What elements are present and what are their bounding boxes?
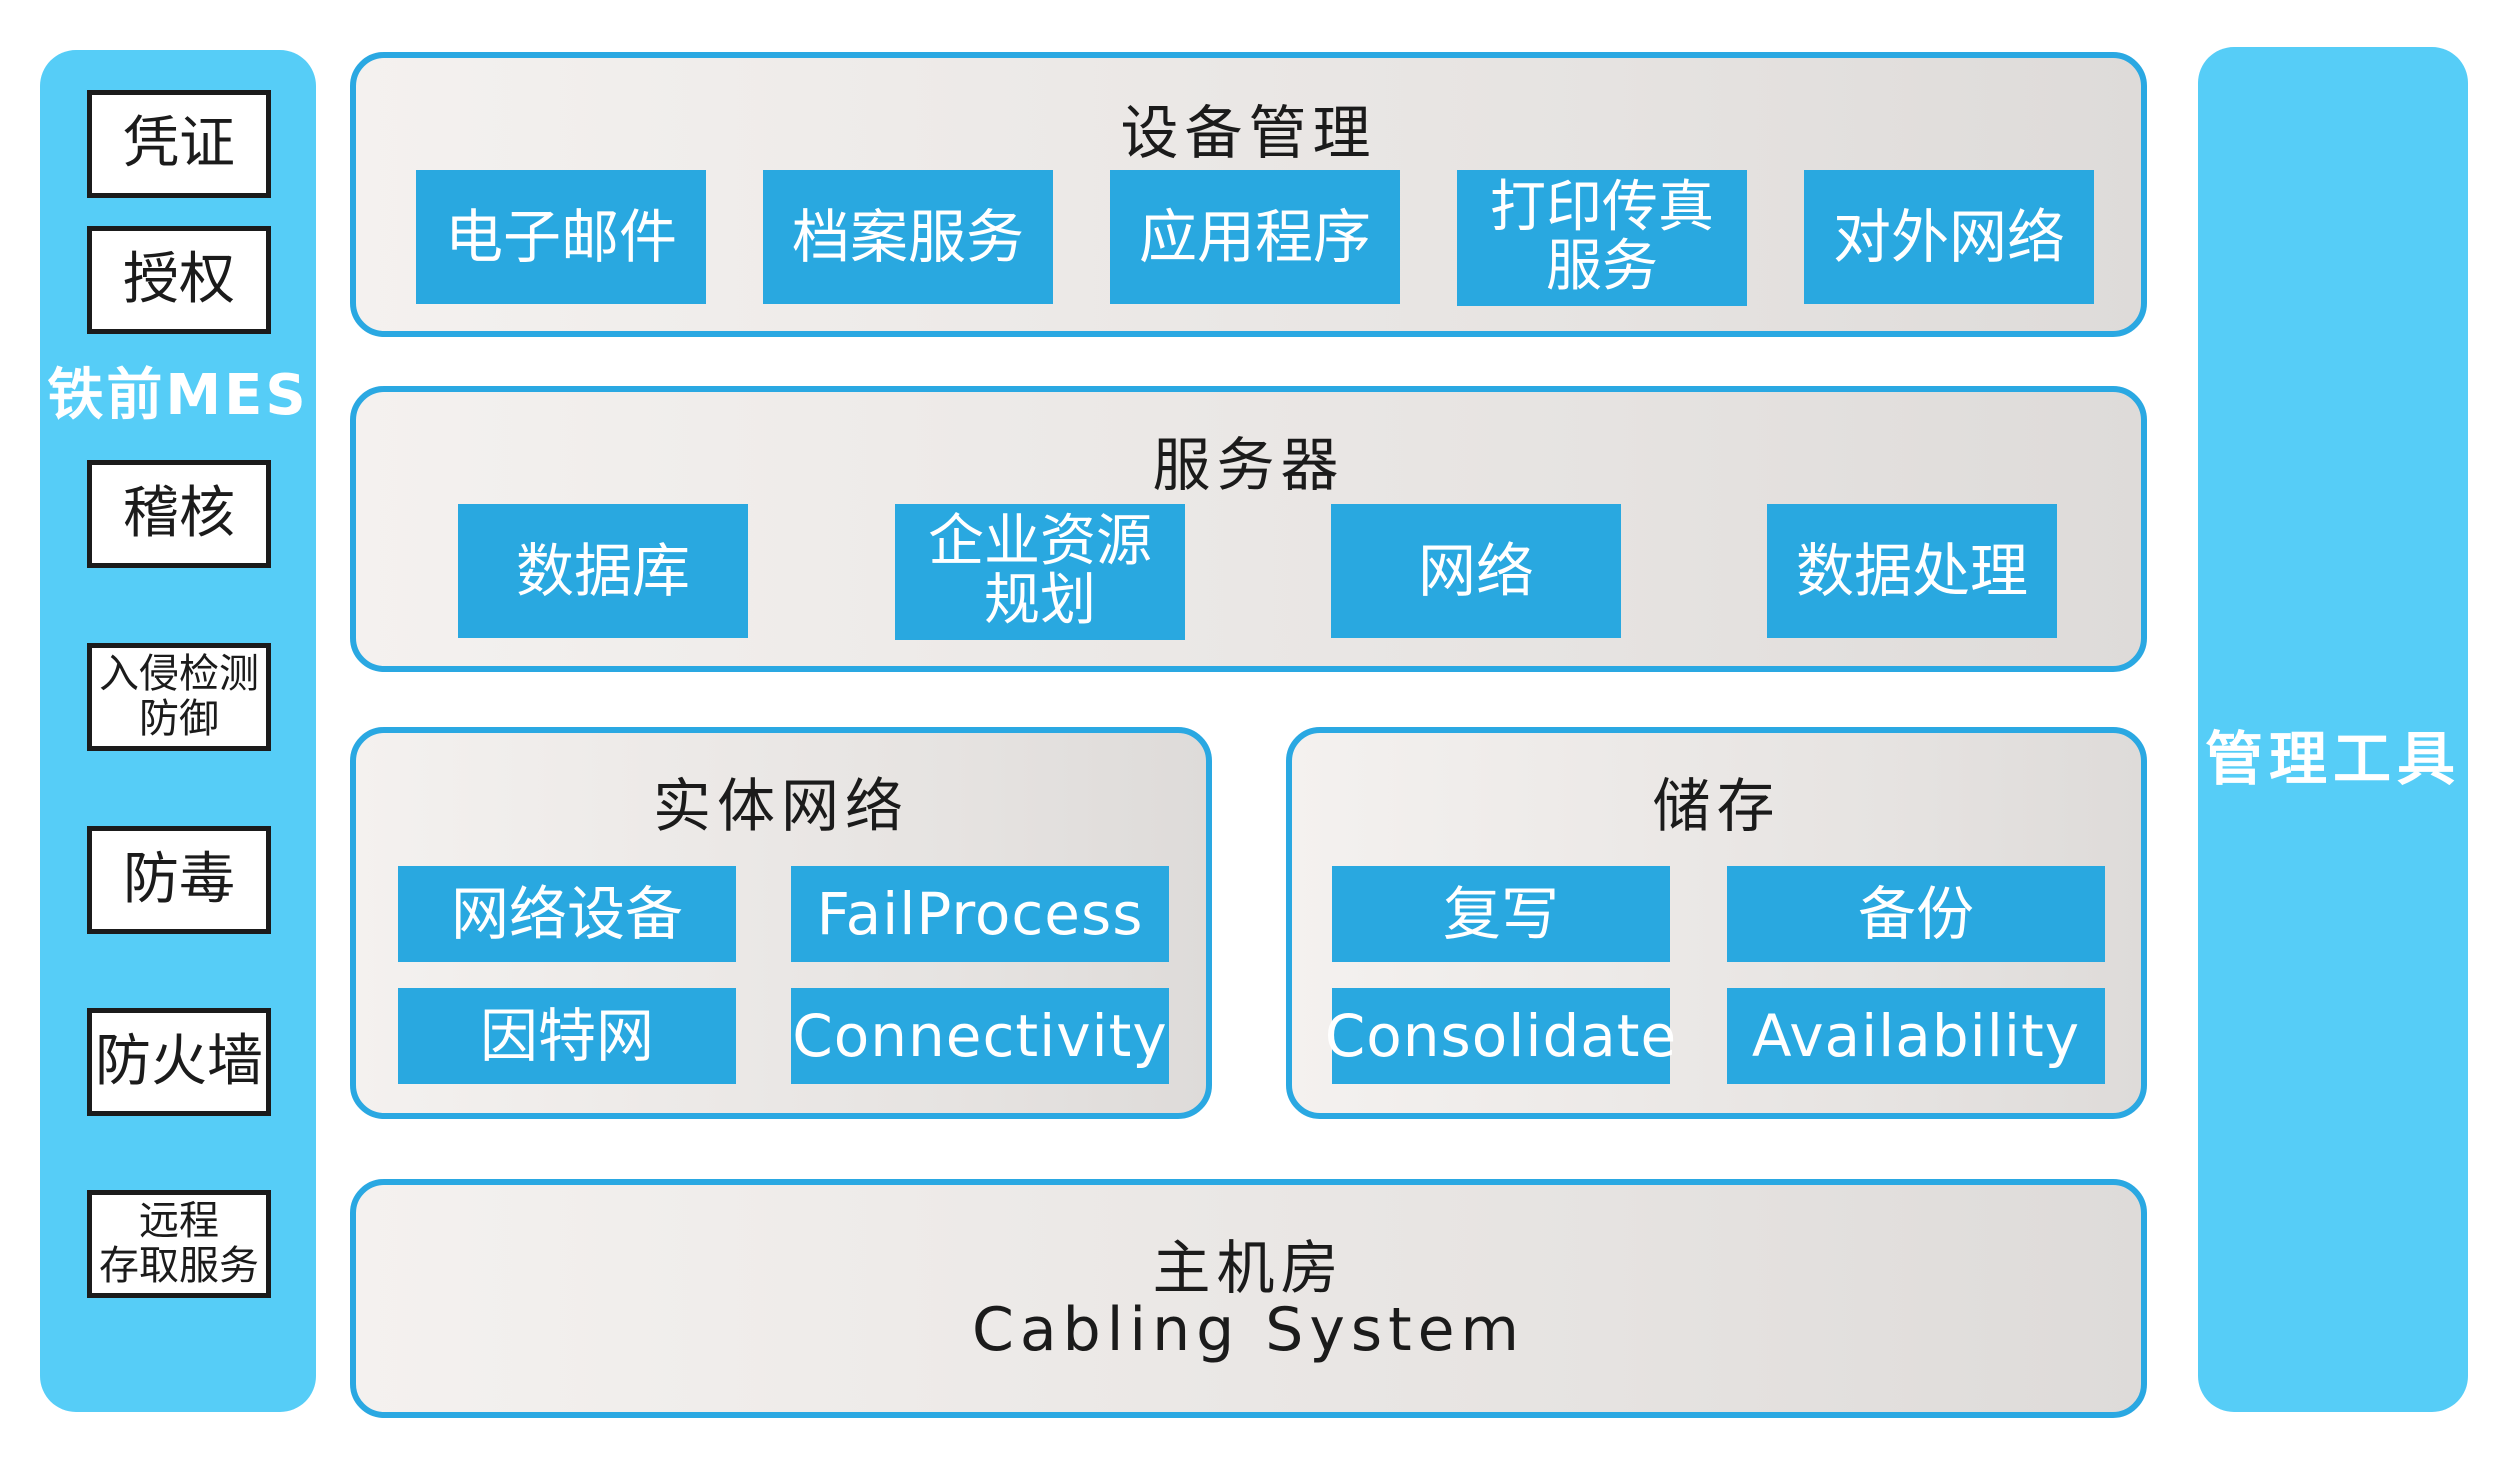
tile-replication[interactable]: 复写 (1332, 866, 1670, 962)
servers-panel: 服务器 数据库 企业资源 规划 网络 数据处理 (350, 386, 2147, 672)
tile-database[interactable]: 数据库 (458, 504, 748, 638)
tile-email[interactable]: 电子邮件 (416, 170, 706, 304)
equipment-management-panel: 设备管理 电子邮件 档案服务 应用程序 打印传真 服务 对外网络 (350, 52, 2147, 337)
panel-title: 实体网络 (652, 772, 909, 840)
sidebar-title: 铁前MES (47, 363, 309, 428)
sidebar-item-audit[interactable]: 稽核 (87, 460, 271, 568)
tile-file-service[interactable]: 档案服务 (763, 170, 1053, 304)
management-tools-title: 管理工具 (2204, 725, 2461, 793)
tile-connectivity[interactable]: Connectivity (791, 988, 1169, 1084)
panel-title: 主机房 (1152, 1234, 1345, 1302)
sidebar-item-remote-access[interactable]: 远程 存取服务 (87, 1190, 271, 1298)
storage-panel: 储存 复写 备份 Consolidate Availability (1286, 727, 2147, 1119)
tile-consolidate[interactable]: Consolidate (1325, 988, 1676, 1084)
panel-title: 服务器 (1152, 431, 1345, 499)
tile-network[interactable]: 网络 (1331, 504, 1621, 638)
panel-title: 设备管理 (1120, 99, 1377, 167)
tile-data-processing[interactable]: 数据处理 (1767, 504, 2057, 638)
physical-network-panel: 实体网络 网络设备 FailProcess 因特网 Connectivity (350, 727, 1212, 1119)
tile-availability[interactable]: Availability (1727, 988, 2105, 1084)
panel-title: 储存 (1652, 772, 1781, 840)
tile-erp[interactable]: 企业资源 规划 (895, 504, 1185, 640)
left-sidebar: 凭证 授权 铁前MES 稽核 入侵检测 防御 防毒 防火墙 远程 存取服务 (40, 50, 316, 1412)
sidebar-item-antivirus[interactable]: 防毒 (87, 826, 271, 934)
tile-print-fax-service[interactable]: 打印传真 服务 (1457, 170, 1747, 306)
tile-backup[interactable]: 备份 (1727, 866, 2105, 962)
sidebar-item-firewall[interactable]: 防火墙 (87, 1008, 271, 1116)
cabling-system-label: Cabling System (971, 1295, 1525, 1365)
tile-network-equipment[interactable]: 网络设备 (398, 866, 736, 962)
tile-internet[interactable]: 因特网 (398, 988, 736, 1084)
sidebar-item-intrusion-detection[interactable]: 入侵检测 防御 (87, 643, 271, 751)
sidebar-item-credentials[interactable]: 凭证 (87, 90, 271, 198)
tile-external-network[interactable]: 对外网络 (1804, 170, 2094, 304)
right-sidebar: 管理工具 (2198, 47, 2468, 1412)
sidebar-item-authorization[interactable]: 授权 (87, 226, 271, 334)
tile-applications[interactable]: 应用程序 (1110, 170, 1400, 304)
machine-room-panel: 主机房 Cabling System (350, 1179, 2147, 1418)
tile-failprocess[interactable]: FailProcess (791, 866, 1169, 962)
